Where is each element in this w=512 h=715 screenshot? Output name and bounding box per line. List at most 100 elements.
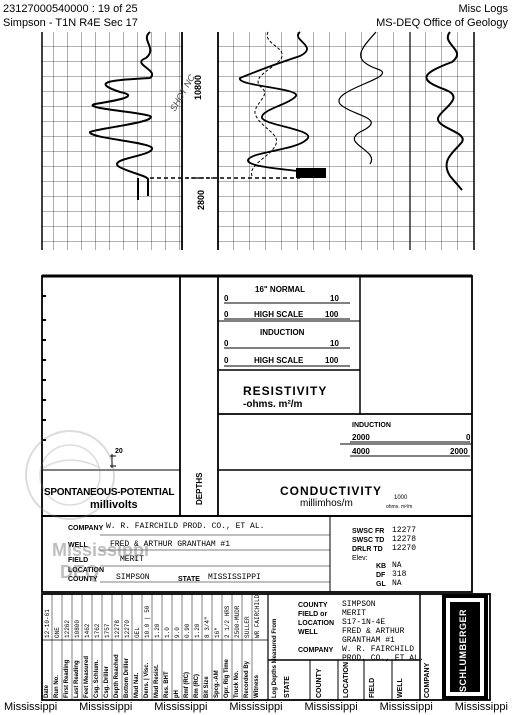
run-table-value: 1.0	[164, 627, 171, 638]
run-table-label: Run No.	[54, 675, 60, 698]
run-table-label: Rm (RC)	[194, 674, 200, 698]
run-table-value: 12-10-61	[44, 609, 51, 638]
footer-item: Mississippi	[304, 701, 358, 713]
kb-value: NA	[392, 561, 402, 570]
watermark-text-2: DEQ	[60, 562, 100, 582]
run-table-label: Dens. | Visc.	[144, 662, 150, 698]
conductivity-fraction-denominator: ohms. m²/m	[386, 504, 413, 510]
run-table-label: Opr. Rig Time	[224, 659, 230, 698]
run-table-label: pH	[174, 690, 180, 698]
run-table-value: 1462	[84, 623, 91, 638]
drlr-td-value: 12270	[392, 544, 417, 553]
run-table-label: Last Reading	[74, 660, 80, 698]
footer-item: Mississippi	[154, 701, 208, 713]
normal-high-scale-min: 0	[224, 310, 229, 319]
swsc-fr-value: 12277	[392, 526, 417, 535]
well-label: WELL	[68, 542, 88, 549]
field-label: FIELD	[68, 557, 89, 564]
sp-scale-value: 20	[115, 448, 123, 455]
footer-item: Mississippi	[4, 701, 58, 713]
conductivity-scale-a-end: 0	[466, 433, 471, 442]
df-value: 318	[392, 570, 407, 579]
induction-high-scale-label: HIGH SCALE	[254, 356, 304, 365]
bottom-label-state: STATE	[284, 676, 291, 698]
run-table-value: 8 3/4"	[204, 616, 211, 638]
footer-watermark-row: Mississippi Mississippi Mississippi Miss…	[0, 700, 512, 715]
sp-unit: millivolts	[90, 499, 138, 511]
lower-company-value-2: PROD. CO., ET AL.	[342, 654, 424, 663]
run-table-value: ONE	[54, 627, 61, 638]
resistivity-unit: -ohms. m²/m	[243, 399, 303, 410]
run-table-value: 10.0 | 50	[144, 605, 151, 638]
df-label: DF	[376, 572, 386, 579]
normal-scale-min: 0	[224, 294, 229, 303]
lower-company-label: COMPANY	[298, 647, 334, 654]
run-table-value: 12270	[124, 619, 131, 638]
field-value: MERIT	[120, 555, 145, 564]
agency-label: MS-DEQ Office of Geology	[376, 17, 508, 29]
run-table-label: Witness	[254, 675, 260, 698]
elev-label: Elev:	[352, 555, 368, 562]
log-depths-measured-label: Log Depths Measured From	[272, 618, 278, 698]
location-label-field: LOCATION	[68, 567, 105, 574]
footer-item: Mississippi	[379, 701, 433, 713]
bottom-label-company: COMPANY	[424, 662, 431, 698]
run-table-label: Bit Size	[204, 676, 210, 698]
run-table-value: 12278	[114, 619, 121, 638]
run-table-label: Recorded By	[244, 660, 250, 698]
bottom-label-location: LOCATION	[343, 661, 350, 698]
run-table-label: Feet Measured	[84, 655, 90, 698]
run-table-label: Res. BHT	[164, 671, 170, 698]
sp-title: SPONTANEOUS-POTENTIAL	[44, 487, 175, 498]
lower-well-value-2: GRANTHAM #1	[342, 636, 395, 645]
lower-company-value-1: W. R. FAIRCHILD	[342, 645, 415, 654]
normal-high-scale-label: HIGH SCALE	[254, 310, 304, 319]
run-table-value: 12262	[64, 619, 71, 638]
lower-location-value: S17-1N-4E	[342, 618, 386, 627]
run-table-value: 0.90	[184, 623, 191, 638]
watermark-text: Mississippi	[52, 540, 150, 560]
swsc-fr-label: SWSC FR	[352, 528, 385, 535]
run-table-label: Spcg.-AM	[214, 670, 220, 698]
run-table-label: Rmf (RC)	[184, 672, 190, 698]
run-table-value: WR FAIRCHILD	[254, 594, 261, 638]
induction-high-scale-max: 100	[325, 356, 339, 365]
run-table-value: 1757	[104, 623, 111, 638]
lower-location-label: LOCATION	[298, 620, 335, 627]
location-label: Simpson - T1N R4E Sec 17	[3, 17, 138, 29]
resistivity-title: RESISTIVITY	[243, 384, 328, 398]
run-table-value: 2500-MUDR	[234, 605, 241, 638]
county-label: COUNTY	[68, 576, 98, 583]
run-table-value: 1.20	[194, 623, 201, 638]
bottom-label-well: WELL	[397, 678, 404, 698]
run-table-label: Mud Nat.	[134, 672, 140, 698]
run-table-label: Mud Resist.	[154, 664, 160, 698]
run-table-value: 1.20	[154, 623, 161, 638]
run-table-label: Csg. Driller	[104, 665, 110, 698]
gl-value: NA	[392, 579, 402, 588]
state-label: STATE	[178, 576, 200, 583]
run-table-label: Depth Reached	[114, 654, 120, 698]
bottom-label-county: COUNTY	[316, 668, 323, 698]
conductivity-induction-title: INDUCTION	[352, 422, 391, 429]
conductivity-fraction-numerator: 1000	[394, 495, 408, 501]
drlr-td-label: DRLR TD	[352, 546, 383, 553]
induction-scale-min: 0	[224, 339, 229, 348]
conductivity-unit: millimhos/m	[300, 498, 353, 509]
run-table-value: SULLER	[244, 616, 251, 638]
lower-well-value-1: FRED & ARTHUR	[342, 627, 405, 636]
induction-scale-max: 10	[330, 339, 339, 348]
conductivity-scale-b-start: 4000	[352, 447, 370, 456]
lower-county-label: COUNTY	[298, 602, 328, 609]
run-table-value: 9.0	[174, 627, 181, 638]
swsc-td-label: SWSC TD	[352, 537, 385, 544]
footer-item: Mississippi	[229, 701, 283, 713]
induction-scale-title: INDUCTION	[260, 328, 305, 337]
run-table-label: Date	[44, 684, 50, 698]
footer-item: Mississippi	[79, 701, 133, 713]
swsc-td-value: 12278	[392, 535, 417, 544]
schlumberger-logo: SCHLUMBERGER	[458, 608, 468, 692]
normal-scale-title: 16" NORMAL	[255, 285, 306, 294]
county-value: SIMPSON	[116, 573, 150, 582]
